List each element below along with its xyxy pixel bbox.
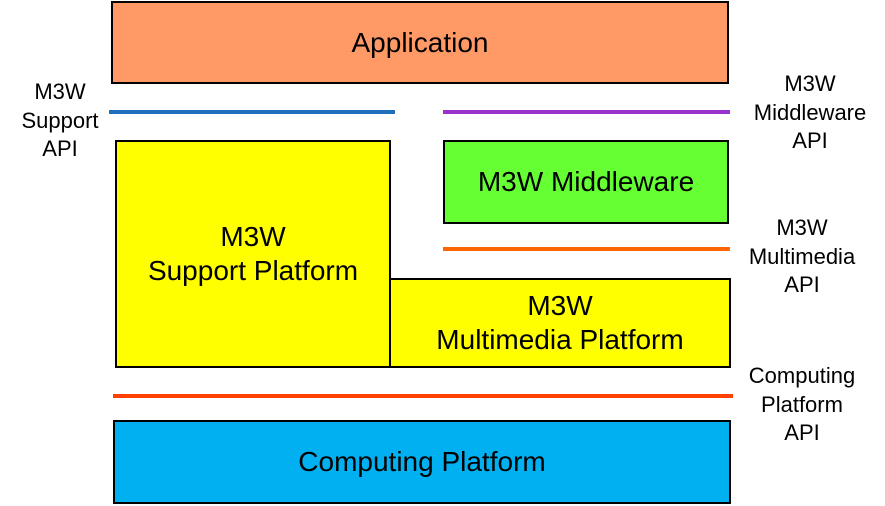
computing-platform-block: Computing Platform bbox=[113, 420, 731, 504]
multimedia-platform-block: M3W Multimedia Platform bbox=[389, 278, 731, 368]
support-api-label: M3W Support API bbox=[21, 79, 99, 162]
multimedia-api-label: M3W Multimedia API bbox=[748, 215, 856, 298]
support-platform-block: M3W Support Platform bbox=[115, 140, 391, 368]
multimedia-api-line bbox=[443, 247, 730, 251]
application-block: Application bbox=[111, 1, 729, 84]
support-api-line bbox=[109, 110, 395, 114]
middleware-block: M3W Middleware bbox=[443, 140, 729, 224]
computing-api-line bbox=[113, 394, 733, 398]
computing-api-label: Computing Platform API bbox=[748, 363, 856, 446]
middleware-api-label: M3W Middleware API bbox=[753, 71, 867, 154]
middleware-api-line bbox=[443, 110, 730, 114]
